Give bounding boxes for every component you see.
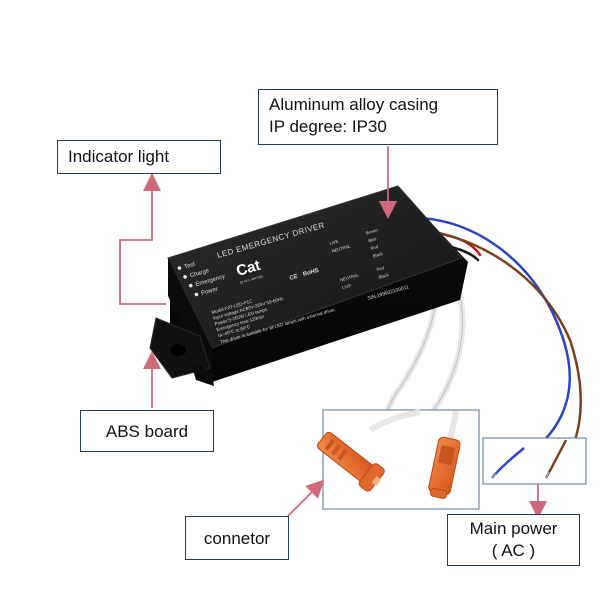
connector-right — [428, 436, 461, 499]
indicator-test: Test — [184, 262, 197, 271]
indicator-dot — [183, 275, 187, 279]
wire-color: Brown — [365, 227, 378, 235]
indicator-power: Power — [201, 286, 219, 296]
callout-main-power: Main power ( AC ) — [447, 514, 580, 566]
indicator-dot — [177, 266, 182, 270]
svg-text:CE: CE — [289, 274, 299, 282]
callout-indicator-light: Indicator light — [57, 140, 221, 174]
wire-label: NEUTRAL — [331, 243, 352, 253]
callout-casing: Aluminum alloy casing IP degree: IP30 — [258, 89, 498, 145]
callout-abs-text: ABS board — [105, 422, 189, 441]
brand-sub: QI XIU LIGHTING — [239, 274, 264, 285]
arrow-connector — [287, 479, 325, 517]
wire-blue — [406, 216, 571, 470]
wiring-labels: LIVE Brown NEUTRAL Blue Red Black NEUTRA… — [329, 227, 390, 290]
callout-arrows — [119, 146, 547, 519]
wire-color: Blue — [368, 236, 378, 243]
callout-abs-board: ABS board — [80, 410, 214, 452]
wire-color: Red — [370, 244, 379, 251]
connector-left — [317, 431, 385, 492]
main-power-inset — [482, 437, 587, 485]
callout-main-power-line1: Main power — [469, 519, 558, 538]
wire-label: LIVE — [329, 239, 339, 246]
indicator-charge: Charge — [189, 268, 210, 279]
svg-text:RoHS: RoHS — [302, 268, 319, 278]
callout-casing-line2: IP degree: IP30 — [269, 117, 387, 136]
callout-indicator-text: Indicator light — [68, 147, 170, 166]
wire-color: Red — [376, 265, 385, 272]
arrow-indicator — [119, 173, 166, 305]
callout-connector: connetor — [185, 516, 289, 560]
indicator-dot — [194, 292, 199, 297]
callout-casing-line1: Aluminum alloy casing — [269, 95, 439, 114]
cert-marks: CE RoHS — [289, 268, 320, 282]
connector-inset — [317, 409, 480, 510]
callout-connector-text: connetor — [203, 529, 271, 548]
brand-logo: Cat — [234, 257, 262, 280]
callout-main-power-line2: ( AC ) — [491, 541, 536, 560]
wire-label: LIVE — [342, 283, 352, 290]
wire-color: Black — [378, 272, 390, 280]
wire-label: NEUTRAL — [339, 272, 360, 282]
wire-color: Black — [372, 251, 384, 259]
indicator-dot — [188, 283, 193, 288]
driver-casing — [149, 185, 468, 386]
